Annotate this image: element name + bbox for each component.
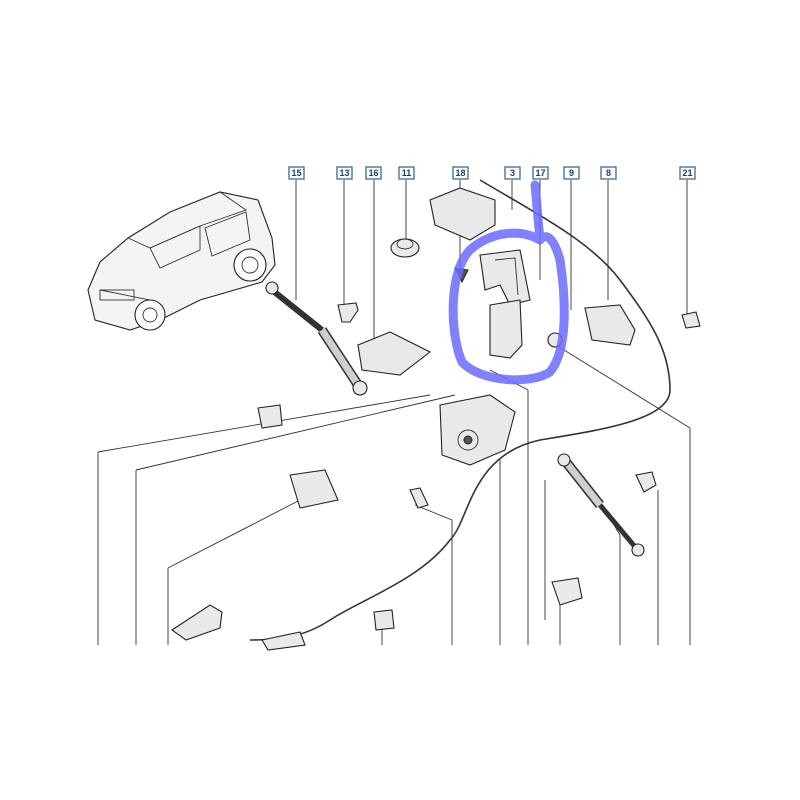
svg-text:21: 21 — [682, 168, 692, 178]
svg-text:16: 16 — [368, 168, 378, 178]
gas-strut-left — [265, 281, 368, 396]
car-illustration — [87, 191, 276, 331]
leader-lines — [97, 180, 691, 645]
tailgate-handle — [171, 604, 223, 641]
callout-21: 21 — [679, 166, 696, 180]
svg-text:11: 11 — [402, 168, 412, 178]
handle-switch — [261, 631, 306, 651]
callout-8: 8 — [600, 166, 617, 180]
callout-17: 17 — [532, 166, 549, 180]
bolt — [409, 487, 429, 509]
svg-text:8: 8 — [606, 168, 611, 178]
cover-16 — [357, 331, 432, 376]
callout-13: 13 — [336, 166, 353, 180]
callout-16: 16 — [365, 166, 382, 180]
bump-stop — [551, 577, 583, 606]
callout-11: 11 — [398, 166, 415, 180]
grommet-11 — [390, 238, 420, 258]
svg-text:17: 17 — [535, 168, 545, 178]
clip-13 — [337, 302, 359, 323]
callout-9: 9 — [563, 166, 580, 180]
stop-right — [635, 471, 657, 493]
svg-text:13: 13 — [339, 168, 349, 178]
clip-21 — [681, 311, 701, 329]
svg-text:9: 9 — [569, 168, 574, 178]
clip-left — [257, 404, 283, 429]
callout-3: 3 — [504, 166, 521, 180]
svg-text:3: 3 — [510, 168, 515, 178]
clip-bottom — [373, 609, 395, 631]
light-unit — [289, 469, 339, 509]
release-cable — [249, 179, 671, 641]
gas-strut-right — [557, 453, 645, 557]
callout-18: 18 — [452, 166, 469, 180]
actuator-8 — [584, 304, 636, 346]
highlight-mark — [448, 180, 569, 385]
svg-text:18: 18 — [455, 168, 465, 178]
lock-bracket — [479, 249, 531, 359]
svg-text:15: 15 — [291, 168, 301, 178]
switch-assembly — [429, 187, 496, 241]
boot-lock — [439, 394, 516, 466]
callout-15: 15 — [288, 166, 305, 180]
